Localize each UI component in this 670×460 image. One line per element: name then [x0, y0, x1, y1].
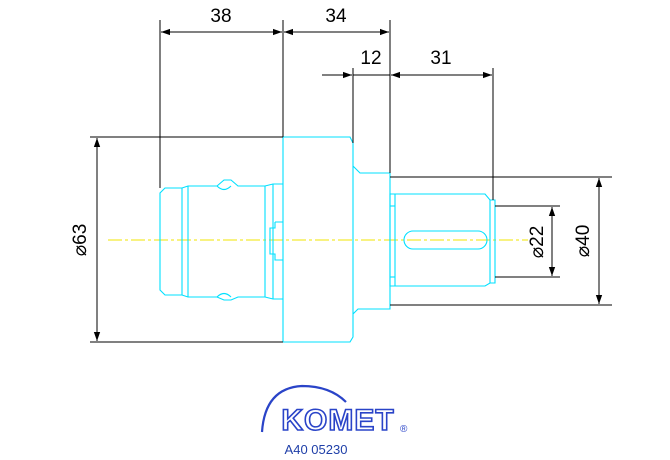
- dim-label-d22: ⌀22: [527, 226, 548, 259]
- dim-label-31: 31: [430, 48, 451, 69]
- head-section: [159, 179, 283, 301]
- dim-label-d40: ⌀40: [573, 225, 594, 258]
- dim-label-38: 38: [210, 6, 231, 27]
- logo-brand-text: KOMET: [281, 404, 394, 437]
- keyway-slot: [403, 230, 488, 250]
- dim-label-12: 12: [360, 48, 381, 69]
- logo-arc-icon: [260, 384, 347, 433]
- part-outline: [159, 136, 496, 343]
- logo-registered-mark: ®: [400, 424, 408, 435]
- dim-label-34: 34: [325, 6, 347, 27]
- drive-key: [269, 221, 283, 261]
- shank: [389, 193, 496, 287]
- dimension-lines: [90, 20, 612, 343]
- dim-label-d63: ⌀63: [70, 224, 91, 257]
- part-number: A40 05230: [285, 442, 348, 457]
- komet-logo: KOMET ®: [260, 384, 408, 438]
